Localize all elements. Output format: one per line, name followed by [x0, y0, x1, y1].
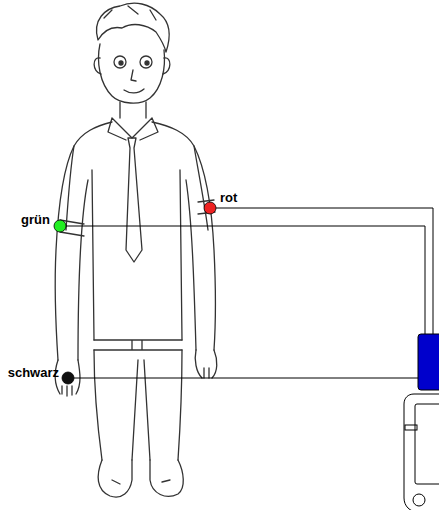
ear-right [163, 58, 170, 74]
tie [126, 138, 142, 262]
right-hand [195, 350, 217, 378]
wire-black [74, 378, 418, 379]
device-body [404, 394, 439, 510]
eye-right [140, 56, 152, 68]
belt [94, 340, 182, 350]
ear-left [94, 58, 101, 74]
collar [108, 118, 158, 140]
face-outline [99, 44, 165, 103]
electrode-label: schwarz [0, 365, 59, 380]
device-connector [418, 334, 439, 390]
pupil-left [119, 61, 123, 65]
electrode-label: rot [220, 190, 280, 205]
left-arm [55, 146, 88, 360]
neck [120, 102, 146, 118]
electrode-green [54, 220, 66, 232]
hair-sketch [97, 3, 170, 52]
eye-left [114, 56, 126, 68]
feet [98, 460, 183, 497]
pupil-right [145, 61, 149, 65]
wire-green [66, 226, 425, 334]
device-screen [415, 404, 439, 484]
device-button [405, 425, 417, 430]
mouth [124, 89, 144, 93]
cuff-right [198, 200, 215, 214]
electrode-black [62, 372, 74, 384]
nose [131, 70, 136, 81]
wire-red [216, 208, 433, 334]
right-arm [186, 146, 216, 350]
torso-outline [66, 122, 208, 340]
device-speaker [413, 494, 425, 506]
electrode-label: grün [0, 212, 50, 227]
legs [94, 350, 182, 460]
electrode-red [204, 202, 216, 214]
